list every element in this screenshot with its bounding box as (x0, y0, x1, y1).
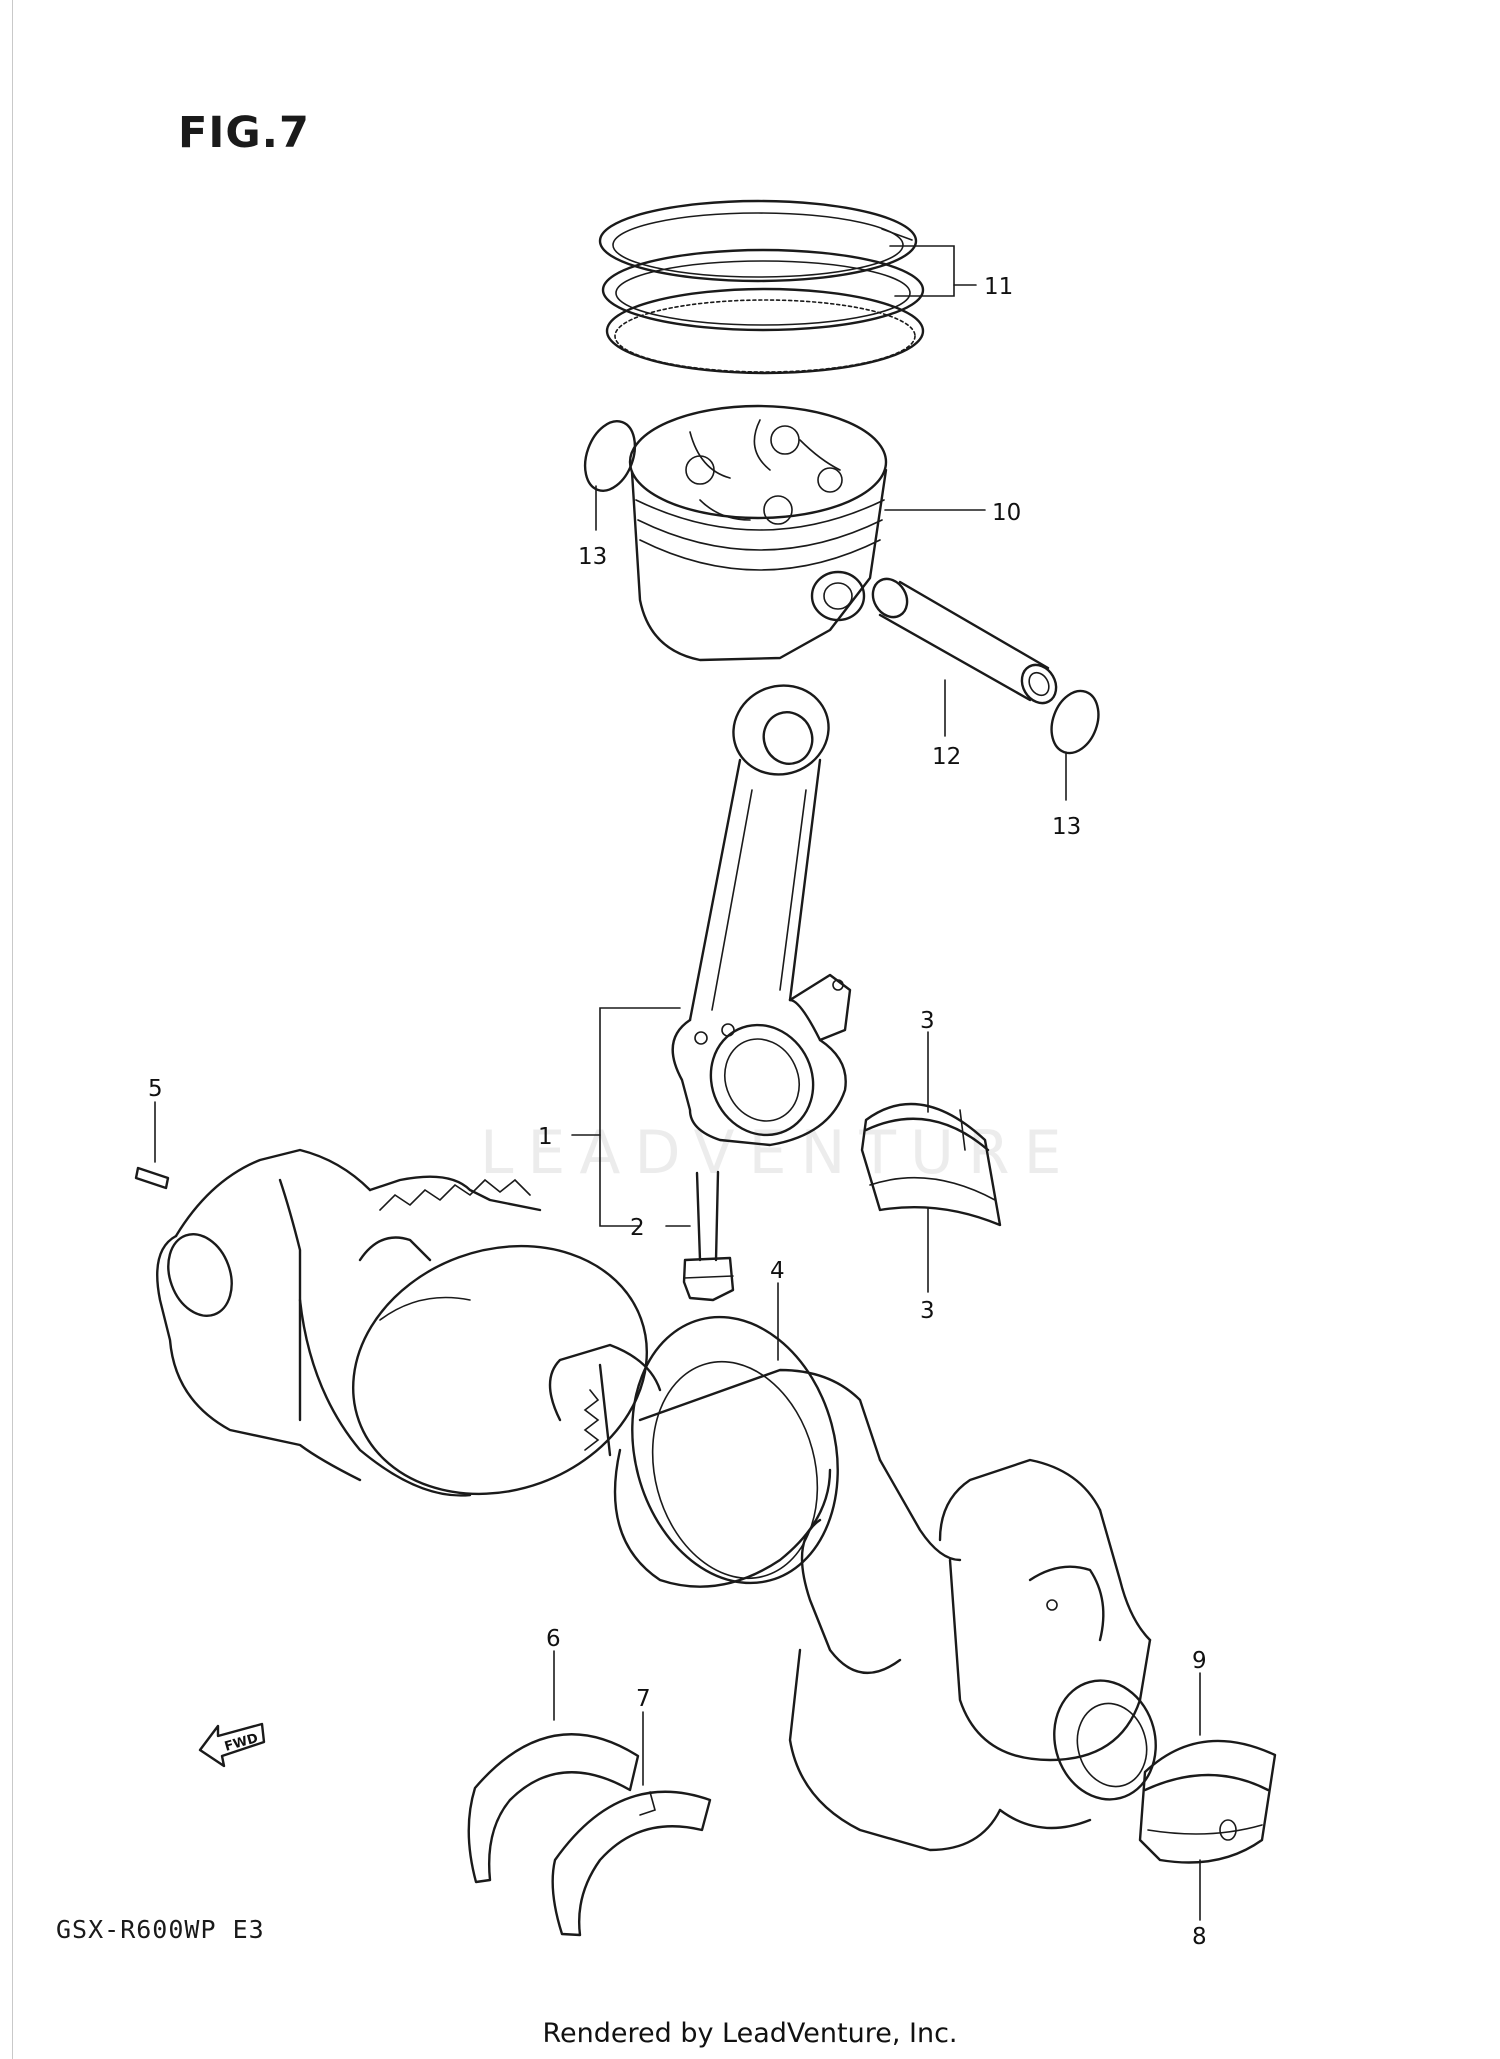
fwd-arrow-icon: FWD (198, 1722, 266, 1768)
piston[interactable] (628, 404, 888, 662)
callout-13-right: 13 (1052, 814, 1081, 840)
callout-7: 7 (636, 1686, 651, 1712)
piston-pin[interactable] (866, 573, 1063, 710)
callout-1: 1 (538, 1124, 553, 1150)
watermark: LEADVENTURE (480, 1118, 1076, 1188)
callout-2: 2 (630, 1215, 645, 1241)
callout-5: 5 (148, 1076, 163, 1102)
model-code: GSX-R600WP E3 (56, 1915, 265, 1944)
leader-lines (154, 245, 1201, 1921)
piston-rings[interactable] (598, 199, 925, 375)
callout-3-top: 3 (920, 1008, 935, 1034)
dowel-pin[interactable] (134, 1166, 170, 1190)
con-rod-bearing[interactable] (860, 1102, 1002, 1227)
callout-12: 12 (932, 744, 961, 770)
connecting-rod[interactable] (671, 672, 852, 1152)
con-rod-bolt[interactable] (682, 1170, 735, 1302)
figure-title: FIG.7 (178, 108, 310, 158)
callout-8: 8 (1192, 1924, 1207, 1950)
circlip-left[interactable] (576, 414, 644, 497)
callout-13-left: 13 (578, 544, 607, 570)
page-edge-rule (12, 0, 13, 2059)
callout-3-bottom: 3 (920, 1298, 935, 1324)
footer-credit: Rendered by LeadVenture, Inc. (542, 2018, 958, 2049)
thrust-washer-6[interactable] (467, 1733, 640, 1884)
crankshaft[interactable] (156, 1148, 1169, 1852)
callout-9: 9 (1192, 1648, 1207, 1674)
callout-4: 4 (770, 1258, 785, 1284)
circlip-right[interactable] (1043, 684, 1106, 759)
callout-11: 11 (984, 274, 1013, 300)
thrust-washer-7[interactable] (551, 1790, 712, 1937)
callout-10: 10 (992, 500, 1021, 526)
journal-bearing[interactable] (1138, 1739, 1277, 1864)
callout-6: 6 (546, 1626, 561, 1652)
